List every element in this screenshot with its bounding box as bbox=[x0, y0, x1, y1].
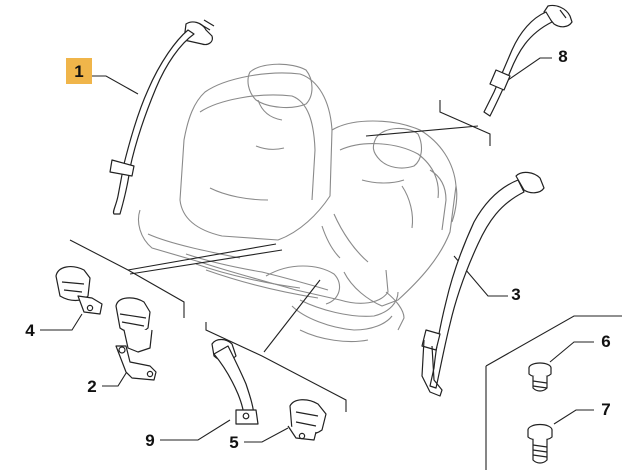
callout-1[interactable]: 1 bbox=[74, 62, 83, 81]
double-buckle-receiver bbox=[115, 297, 157, 381]
center-seatbelt-assembly bbox=[483, 4, 573, 117]
leader-lines bbox=[40, 57, 622, 470]
callout-9[interactable]: 9 bbox=[145, 431, 154, 450]
callouts: 1 8 3 4 2 9 5 6 7 bbox=[25, 47, 610, 452]
left-buckle-receiver bbox=[55, 266, 103, 315]
callout-8[interactable]: 8 bbox=[558, 47, 567, 66]
callout-2[interactable]: 2 bbox=[87, 377, 96, 396]
callout-3[interactable]: 3 bbox=[511, 285, 520, 304]
callout-4[interactable]: 4 bbox=[25, 321, 35, 340]
right-seatbelt-assembly bbox=[421, 171, 545, 397]
left-seatbelt-assembly bbox=[109, 19, 215, 215]
center-buckle-stalk bbox=[211, 338, 259, 425]
long-bolt bbox=[527, 423, 553, 464]
rear-seat-outline bbox=[137, 63, 458, 343]
callout-7[interactable]: 7 bbox=[601, 400, 610, 419]
right-buckle-receiver bbox=[287, 399, 327, 441]
highlight-box bbox=[66, 58, 92, 84]
short-bolt bbox=[528, 362, 552, 392]
callout-6[interactable]: 6 bbox=[601, 332, 610, 351]
callout-5[interactable]: 5 bbox=[229, 433, 238, 452]
